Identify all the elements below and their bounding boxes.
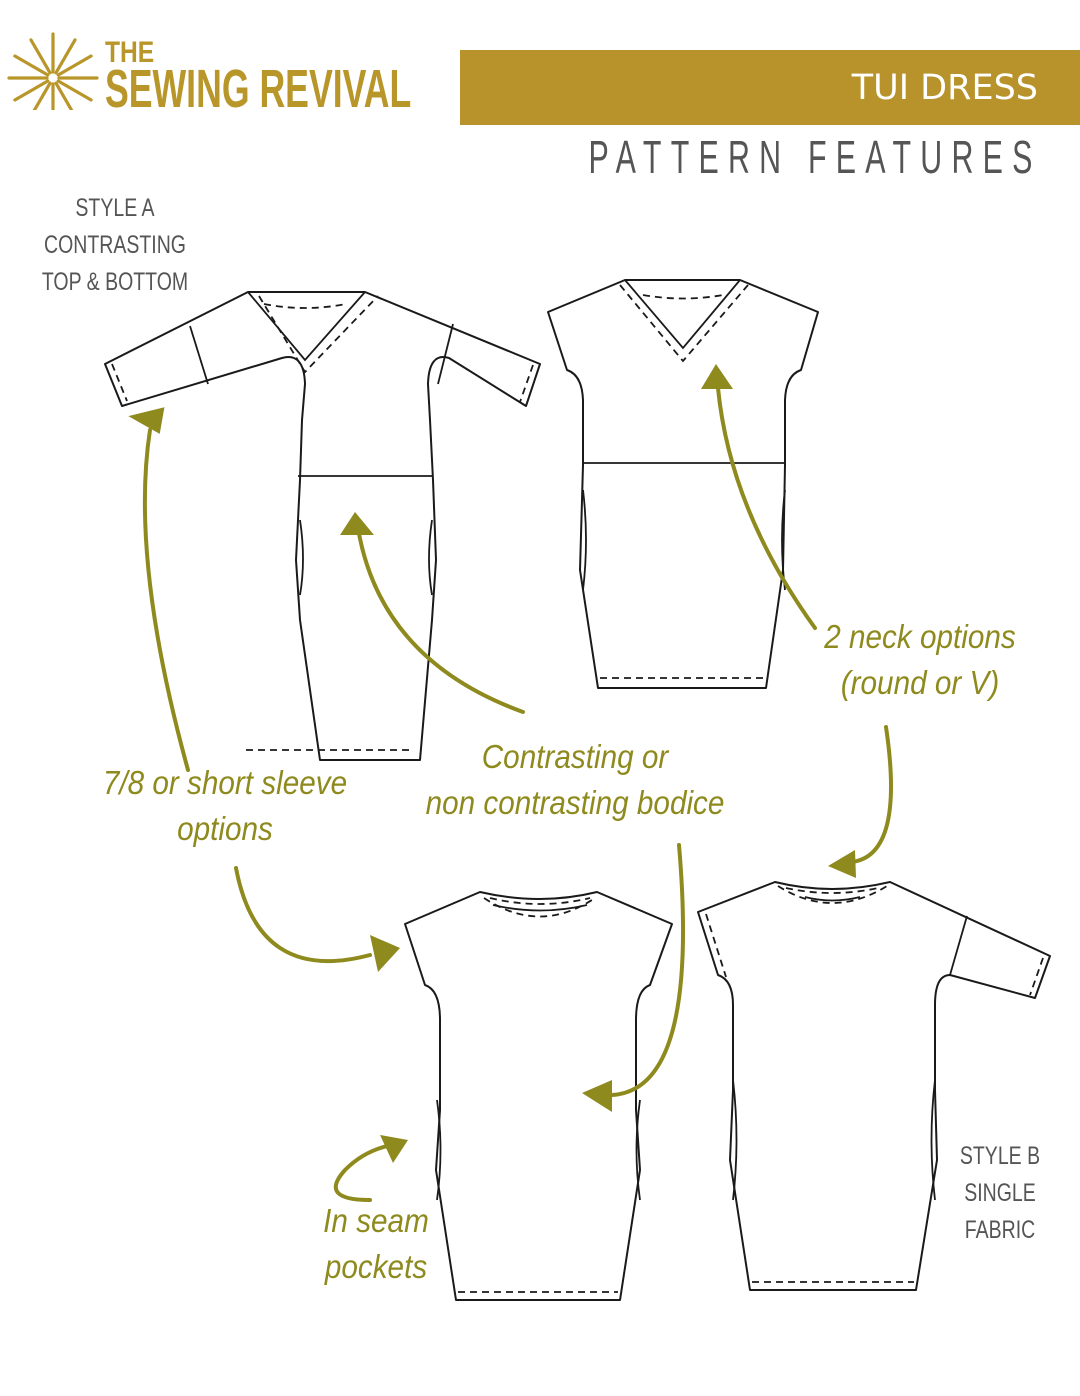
dress-style-b-short-sleeve	[404, 891, 673, 1301]
arrow-sleeve-down	[234, 866, 372, 964]
brand-name: SEWING REVIVAL	[105, 59, 412, 119]
arrow-bodice-up	[356, 526, 525, 714]
title-banner: TUI DRESS	[460, 50, 1080, 125]
annotation-pockets-line2: pockets	[324, 1248, 428, 1285]
annotation-sleeve-line2: options	[177, 810, 273, 847]
annotation-neck: 2 neck options (round or V)	[803, 614, 1037, 706]
brand-line1: THE	[105, 36, 155, 69]
style-a-label: STYLE A CONTRASTING TOP & BOTTOM	[41, 190, 189, 301]
arrow-neck-up	[716, 386, 817, 630]
annotation-sleeve: 7/8 or short sleeve options	[77, 760, 374, 852]
style-a-line1: STYLE A	[75, 194, 155, 222]
annotation-bodice-line2: non contrasting bodice	[425, 784, 725, 821]
dress-style-a-short-sleeve	[547, 279, 819, 689]
annotation-sleeve-line1: 7/8 or short sleeve	[102, 764, 348, 801]
arrow-neck-down	[850, 725, 893, 864]
annotation-neck-line1: 2 neck options	[824, 618, 1016, 655]
style-b-line3: FABRIC	[964, 1216, 1036, 1244]
style-a-line2: CONTRASTING	[44, 231, 186, 259]
style-b-line1: STYLE B	[959, 1142, 1041, 1170]
pattern-title: TUI DRESS	[851, 68, 1038, 108]
dress-style-a-long-sleeve	[104, 291, 541, 761]
annotation-pockets: In seam pockets	[304, 1198, 448, 1290]
annotation-bodice-line1: Contrasting or	[481, 738, 669, 775]
style-a-line3: TOP & BOTTOM	[41, 268, 189, 296]
annotation-pockets-line1: In seam	[323, 1202, 429, 1239]
dress-style-b-long-sleeve	[697, 881, 1051, 1291]
arrow-bodice-down	[610, 843, 685, 1097]
annotation-arrows	[128, 364, 893, 1202]
page-subtitle: PATTERN FEATURES	[588, 131, 1042, 183]
annotation-neck-line2: (round or V)	[840, 664, 1000, 701]
arrow-sleeve-up	[142, 428, 190, 772]
style-b-label: STYLE B SINGLE FABRIC	[953, 1138, 1047, 1249]
style-b-line2: SINGLE	[964, 1179, 1036, 1207]
needle-starburst-icon	[7, 32, 99, 110]
arrow-pockets	[333, 1143, 394, 1202]
annotation-bodice: Contrasting or non contrasting bodice	[400, 734, 751, 826]
